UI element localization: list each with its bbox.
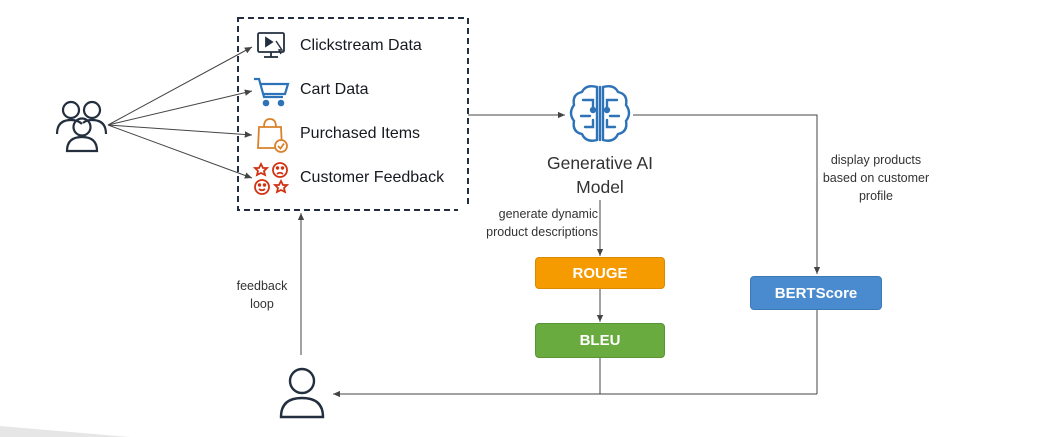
display-note-line1: display products [830,153,922,167]
metrics-to-user-arrow [333,310,818,398]
generate-note-line1: generate dynamic [498,207,598,221]
feedback-loop-note: feedback loop [226,277,298,313]
rouge-box: ROUGE [535,257,665,289]
bleu-box: BLEU [535,323,665,358]
model-title: Generative AI Model [520,151,680,199]
shopping-bag-check-icon [257,118,288,153]
source-label-cart: Cart Data [300,81,369,98]
model-title-line1: Generative AI [546,153,654,173]
bertscore-box: BERTScore [750,276,882,310]
display-note-line2: based on customer [822,171,930,185]
shopping-cart-icon [254,77,290,107]
brain-circuit-icon [569,84,631,142]
decorative-shadow [0,426,130,437]
feedback-note-line2: loop [250,297,274,311]
monitor-cursor-icon [257,32,285,58]
generate-note-line2: product descriptions [486,225,598,239]
person-icon [279,367,325,419]
source-label-purchased: Purchased Items [300,125,421,142]
model-to-bertscore-arrow [633,114,821,274]
users-group-icon [55,100,108,153]
source-label-clickstream: Clickstream Data [300,37,422,54]
generate-note: generate dynamic product descriptions [458,205,598,241]
source-label-feedback: Customer Feedback [300,169,445,186]
model-title-line2: Model [576,177,624,197]
data-sources-box [237,17,469,211]
display-note: display products based on customer profi… [812,151,940,205]
display-note-line3: profile [858,189,894,203]
user-to-source-arrows [107,46,253,179]
feedback-note-line1: feedback [236,279,288,293]
feedback-faces-icon [252,161,290,195]
